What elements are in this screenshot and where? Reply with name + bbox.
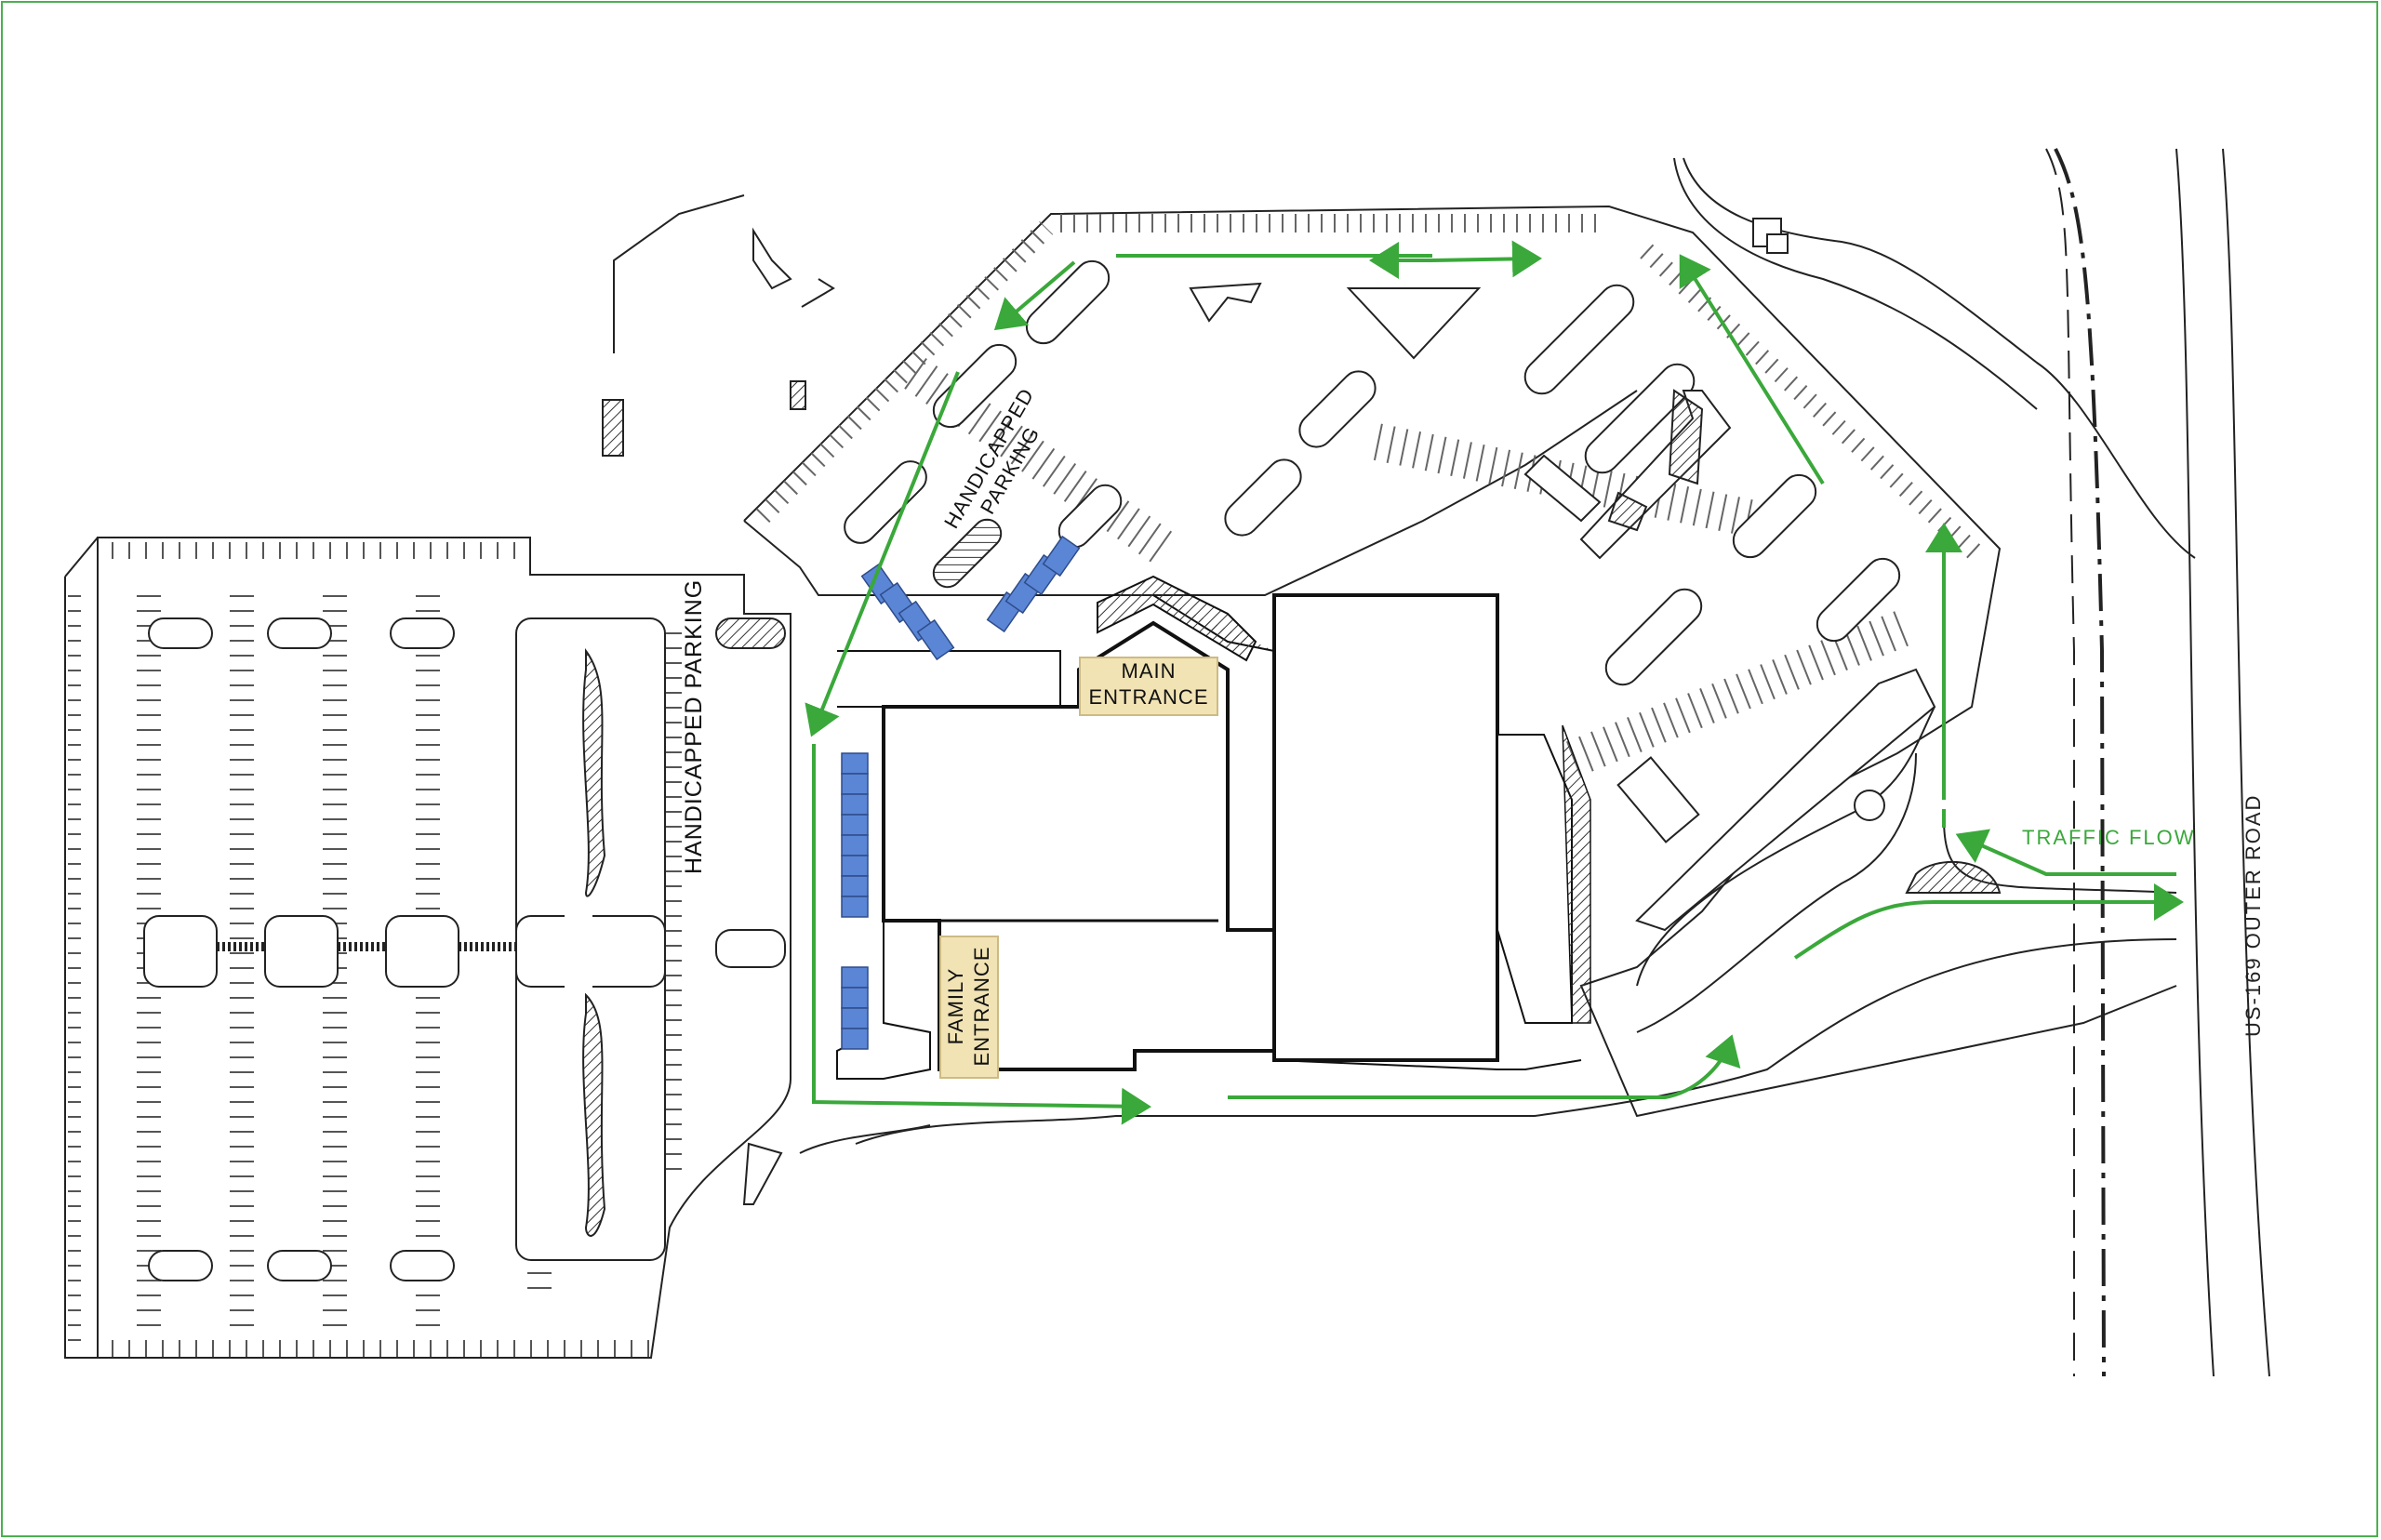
west-parking-lot bbox=[64, 537, 791, 1359]
family-entrance-label: FAMILY ENTRANCE bbox=[939, 936, 999, 1079]
north-parking-lot bbox=[743, 205, 2177, 1118]
handicapped-stalls-north bbox=[860, 535, 1081, 661]
main-entrance-line1: MAIN bbox=[1121, 659, 1177, 683]
handicapped-parking-west-label: HANDICAPPED PARKING bbox=[681, 579, 708, 874]
main-entrance-line2: ENTRANCE bbox=[1088, 685, 1209, 709]
outer-road bbox=[1673, 148, 2270, 1377]
northwest-lines bbox=[602, 194, 835, 457]
traffic-flow-label: TRAFFIC FLOW bbox=[2022, 826, 2196, 850]
road-text: US-169 OUTER ROAD bbox=[2241, 793, 2265, 1037]
traffic-flow-text: TRAFFIC FLOW bbox=[2022, 826, 2196, 849]
handicapped-stalls-west bbox=[841, 752, 869, 1050]
handicapped-parking-west-text: HANDICAPPED PARKING bbox=[681, 578, 707, 874]
main-entrance-label: MAIN ENTRANCE bbox=[1079, 657, 1218, 716]
traffic-flow-arrows bbox=[805, 240, 2184, 1125]
family-entrance-line1: FAMILY bbox=[944, 967, 967, 1045]
family-entrance-line2: ENTRANCE bbox=[970, 946, 993, 1067]
road-label: US-169 OUTER ROAD bbox=[2241, 794, 2266, 1037]
traffic-flow-arrows-2 bbox=[1116, 254, 1946, 828]
